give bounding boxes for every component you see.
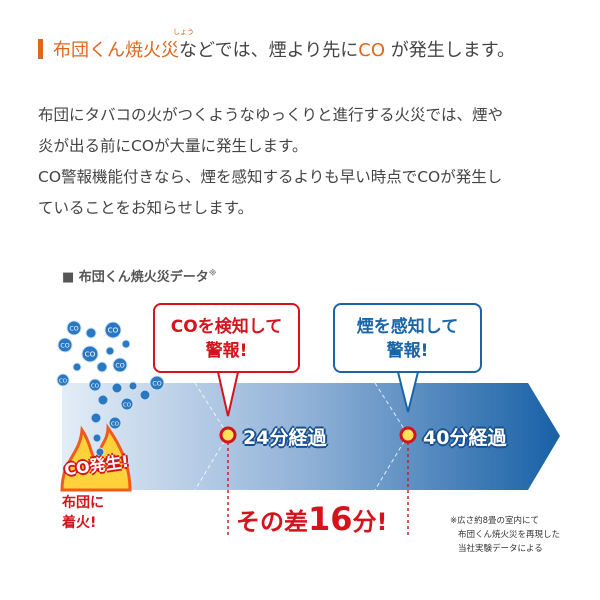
ignition-label: 布団に着火! — [62, 493, 104, 533]
co-bubble-label: CO — [108, 326, 119, 335]
section-label: ■ 布団くん焼火災データ※ — [62, 266, 217, 285]
heading-co: CO — [358, 40, 386, 61]
co-bubble — [128, 381, 138, 391]
co-bubble — [72, 362, 82, 372]
guide-lines — [194, 382, 409, 491]
co-bubble-tail — [217, 371, 239, 417]
heading-mid: などでは、煙より先に — [179, 40, 359, 61]
diff-prefix: その差 — [236, 508, 308, 536]
heading-ruby: しょう — [173, 28, 194, 36]
co-bubble — [96, 361, 108, 373]
co-bubble-label: CO — [152, 381, 161, 388]
time-co: 24分経過 — [243, 427, 327, 449]
heading-tail: が発生します。 — [385, 40, 515, 61]
diff-suffix: 分! — [352, 508, 388, 536]
description-line: CO警報機能付きなら、煙を感知するよりも早い時点でCOが発生し — [38, 168, 503, 186]
co-bubble — [81, 345, 99, 363]
co-bubble — [149, 375, 165, 391]
co-bubble-label: CO — [115, 363, 124, 370]
difference-label: その差16分! — [236, 500, 387, 538]
timeline-arrow — [62, 383, 560, 490]
co-bubble — [104, 321, 122, 339]
co-bubble-label: CO — [123, 403, 131, 409]
co-bubble — [66, 320, 82, 336]
co-bubble — [139, 389, 151, 401]
heading-orange: 布団くん焼火災 — [53, 40, 179, 61]
footnote: ※広さ約8畳の室内にて布団くん焼火災を再現した当社実験データによる — [450, 514, 560, 556]
co-bubbles: CO CO CO CO CO CO CO CO CO CO — [56, 320, 165, 457]
co-bubble — [88, 378, 102, 392]
co-bubble-label: CO — [59, 379, 67, 385]
ignition-line: 布団に — [62, 495, 104, 511]
section-label-text: ■ 布団くん焼火災データ — [62, 270, 209, 285]
diff-number: 16 — [308, 500, 353, 538]
footnote-line: ※広さ約8畳の室内にて — [450, 516, 540, 526]
co-bubble — [85, 327, 97, 339]
co-bubble — [90, 412, 102, 424]
footnote-line: 当社実験データによる — [458, 544, 543, 554]
co-bubble — [57, 337, 73, 353]
co-bubble — [92, 433, 102, 443]
smoke-bubble-tail — [397, 371, 419, 413]
co-bubble-label: CO — [111, 422, 119, 428]
description-line: 炎が出る前にCOが大量に発生します。 — [38, 137, 308, 155]
section-mark: ※ — [208, 268, 217, 278]
ignition-line: 着火! — [62, 515, 97, 531]
smoke-alarm-bubble: 煙を感知して警報! — [333, 303, 482, 373]
fire-icon — [60, 423, 132, 492]
description: 布団にタバコの火がつくようなゆっくりと進行する火災では、煙や 炎が出る前にCOが… — [38, 100, 578, 224]
description-line: ていることをお知らせします。 — [38, 199, 254, 217]
footnote-line: 布団くん焼火災を再現した — [458, 530, 561, 540]
co-bubble — [56, 373, 70, 387]
co-bubble-label: CO — [91, 384, 99, 390]
time-smoke: 40分経過 — [423, 427, 507, 449]
co-bubble-label: CO — [69, 326, 78, 333]
co-bubble — [120, 397, 134, 411]
co-bubble-line: 警報! — [205, 341, 248, 361]
heading: 布団くん焼火災などでは、煙より先にCO が発生します。 — [38, 36, 515, 62]
co-bubble — [105, 346, 115, 356]
co-bubble — [121, 339, 131, 349]
co-bubble — [95, 447, 105, 457]
co-alarm-bubble: COを検知して警報! — [153, 303, 300, 373]
co-bubble-label: CO — [85, 350, 96, 359]
description-line: 布団にタバコの火がつくようなゆっくりと進行する火災では、煙や — [38, 106, 504, 124]
smoke-marker-dot — [399, 426, 417, 444]
co-bubble-line: COを検知して — [170, 317, 283, 337]
co-bubble — [97, 394, 109, 406]
co-bubble — [112, 357, 128, 373]
co-bubble — [111, 382, 123, 394]
co-bubble — [108, 416, 122, 430]
co-marker-dot — [219, 426, 237, 444]
co-bubble-label: CO — [60, 343, 69, 350]
smoke-bubble-line: 警報! — [386, 341, 429, 361]
smoke-bubble-line: 煙を感知して — [356, 317, 459, 337]
heading-bar — [38, 39, 43, 59]
